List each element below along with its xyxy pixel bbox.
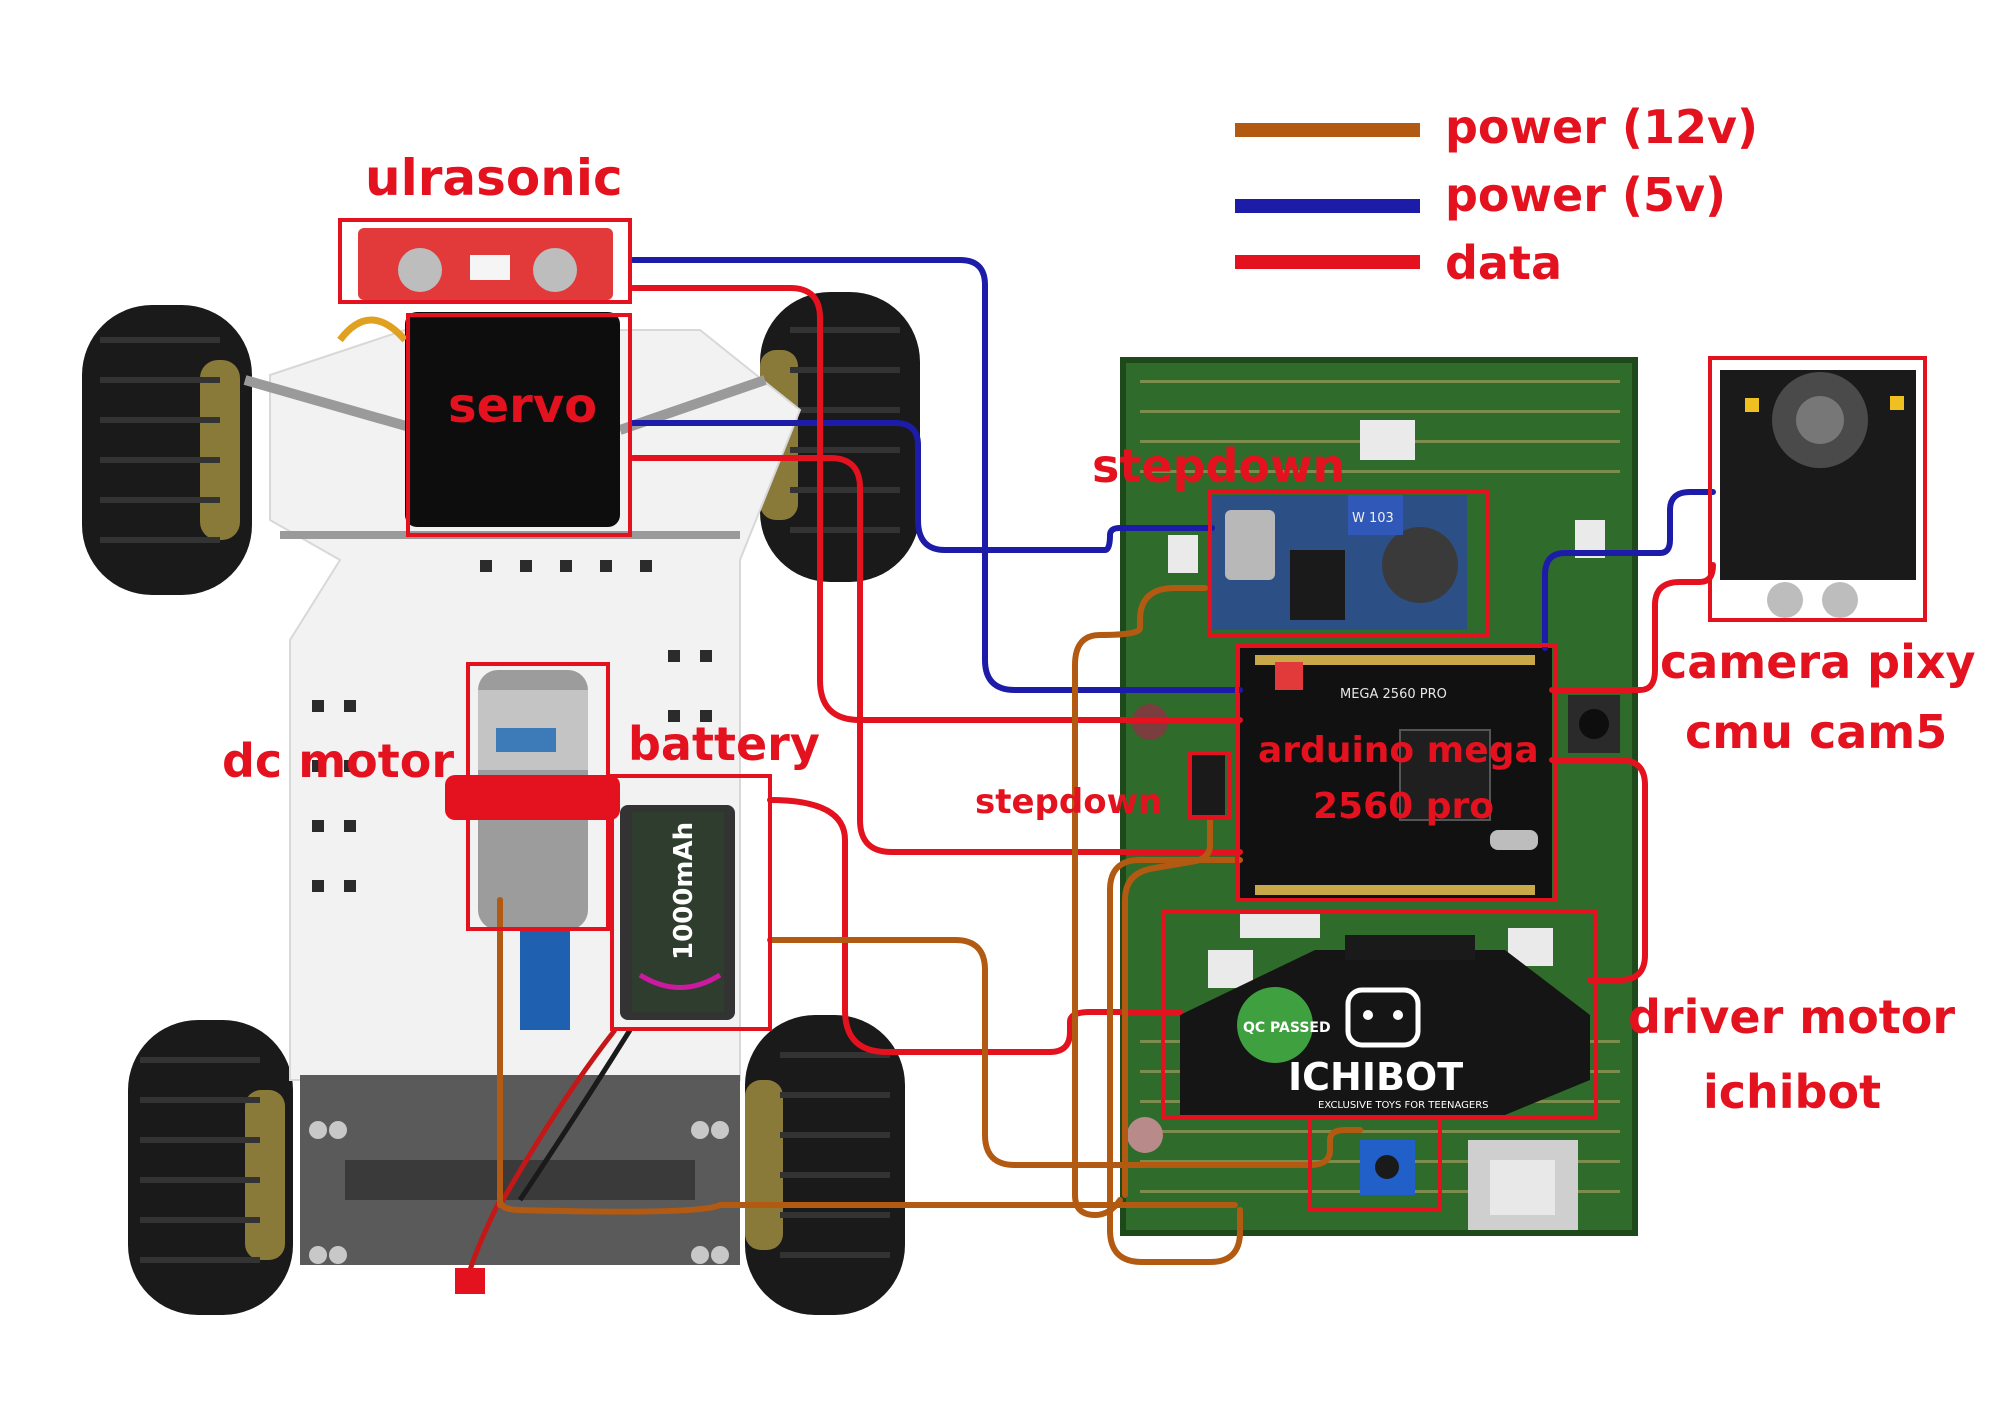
legend: power (12v) power (5v) data [1235, 100, 1758, 290]
label-arduino-line1: arduino mega [1258, 730, 1539, 771]
label-driver-line2: ichibot [1703, 1065, 1881, 1119]
label-stepdown-top: stepdown [1092, 439, 1345, 493]
battery-capacity-text: 1000mAh [669, 822, 699, 960]
stepdown-chip-text: W 103 [1352, 511, 1394, 526]
qc-badge-text: QC PASSED [1243, 1020, 1331, 1036]
legend-label-data: data [1445, 236, 1562, 290]
pixy-camera [1713, 361, 1923, 618]
small-stepdown-module [1190, 755, 1225, 815]
legend-label-5v: power (5v) [1445, 168, 1726, 222]
arduino-board-text: MEGA 2560 PRO [1340, 687, 1447, 702]
label-servo: servo [448, 378, 597, 434]
label-battery: battery [628, 717, 820, 771]
label-stepdown-small: stepdown [975, 782, 1162, 822]
legend-label-12v: power (12v) [1445, 100, 1758, 154]
label-camera-line2: cmu cam5 [1685, 705, 1947, 759]
label-ultrasonic: ulrasonic [365, 149, 623, 207]
label-driver-line1: driver motor [1628, 990, 1955, 1044]
label-camera-line1: camera pixy [1660, 635, 1976, 689]
ichibot-brand-text: ICHIBOT [1288, 1055, 1463, 1099]
label-dc-motor: dc motor [222, 734, 454, 788]
ichibot-tagline-text: EXCLUSIVE TOYS FOR TEENAGERS [1318, 1100, 1489, 1111]
label-arduino-line2: 2560 pro [1313, 786, 1494, 827]
